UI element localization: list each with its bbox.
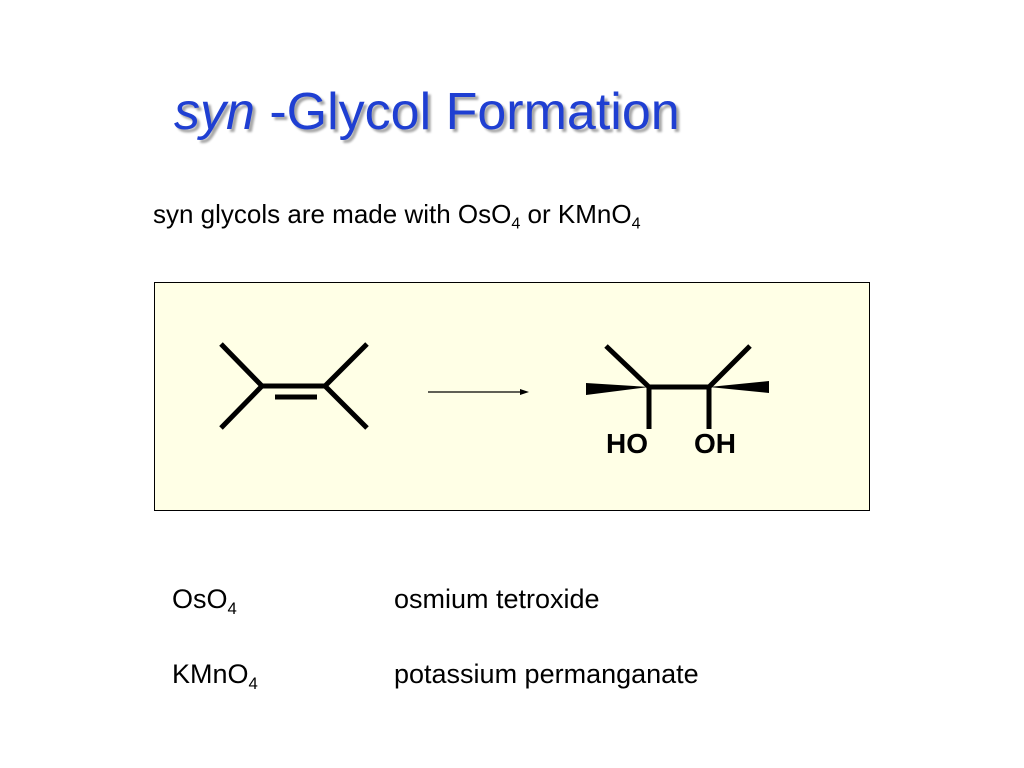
alkene-bond-lower-right [323,384,369,430]
subtitle-sub-1: 4 [511,214,521,233]
reagent-formula-permanganate: KMnO4 [172,658,258,693]
reagent-formula-sub: 4 [227,598,237,618]
glycol-bond-upper-right [707,344,752,389]
title-rest: -Glycol Formation [254,83,680,141]
reagent-formula-sub: 4 [248,673,258,693]
subtitle: syn glycols are made with OsO4 or KMnO4 [153,199,641,233]
title-italic: syn [174,83,255,141]
glycol-structure [586,344,769,429]
subtitle-text-1: syn glycols are made with OsO [153,199,512,229]
reagent-name-osmium: osmium tetroxide [394,584,600,614]
alkene-structure [219,342,369,430]
reagent-name-permanganate: potassium permanganate [394,659,699,689]
subtitle-sub-2: 4 [631,214,641,233]
slide-title: syn -Glycol Formation [174,86,680,138]
reaction-arrow [428,389,529,395]
glycol-bond-upper-left [604,344,651,389]
alkene-bond-upper-right [323,342,369,388]
wedge-bond-left [586,383,649,395]
label-ho: HO [606,428,648,459]
alkene-bond-lower-left [219,384,264,430]
reaction-box [154,282,870,511]
reaction-diagram [219,342,769,430]
reagent-formula-text: OsO [172,584,228,614]
label-oh: OH [694,428,736,459]
reagent-formula-osmium: OsO4 [172,583,237,618]
subtitle-text-2: or KMnO [520,199,632,229]
reagent-formula-text: KMnO [172,659,249,689]
wedge-bond-right [709,381,769,393]
alkene-bond-upper-left [219,342,264,388]
